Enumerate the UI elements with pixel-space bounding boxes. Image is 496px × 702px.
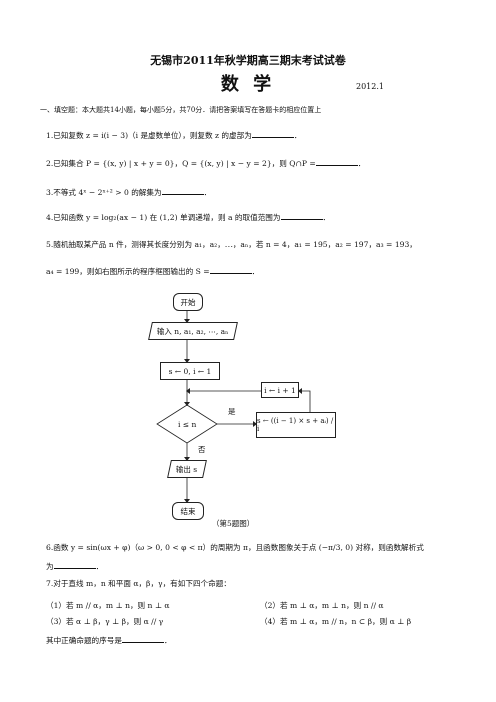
answer-blank (161, 186, 204, 195)
question-5-line-1: 5.随机抽取某产品 n 件，测得其长度分别为 a₁，a₂，⋯，aₙ，若 n = … (46, 240, 417, 249)
question-7-line-2: 其中正确命题的序号是． (46, 634, 172, 645)
exam-title: 无锡市2011年秋学期高三期末考试试卷 (150, 54, 346, 67)
flowchart-init: s ← 0, i ← 1 (160, 362, 220, 380)
answer-blank (53, 560, 96, 569)
question-1: 1.已知复数 z = i(i − 3)（i 是虚数单位），则复数 z 的虚部为． (46, 129, 302, 140)
flowchart-no-label: 否 (198, 445, 206, 454)
flow-arrow (299, 390, 311, 412)
flowchart-start: 开始 (173, 293, 203, 311)
flowchart-end: 结束 (172, 502, 204, 520)
question-5-line-2: a₄ = 199，则如右图所示的程序框图输出的 S =． (46, 265, 260, 276)
answer-blank (251, 129, 294, 138)
question-6-line-1: 6.函数 y = sin(ωx + φ)（ω > 0, 0 < φ < π）的周… (46, 543, 424, 552)
question-2: 2.已知集合 P = {(x, y) | x + y = 0}，Q = {(x,… (46, 157, 366, 168)
answer-blank (121, 634, 164, 643)
flowchart-update: s ← ((i − 1) × s + aᵢ) / i (256, 412, 336, 438)
instructions: 一、填空题：本大题共14小题，每小题5分，共70分．请把答案填写在答题卡的相应位… (40, 106, 322, 114)
decision-diamond (156, 404, 218, 444)
question-7-option-2: （2）若 m ⊥ α，m ⊥ n，则 n // α (260, 601, 384, 610)
flowchart-input: 输入 n, a₁, a₂, ⋯, aₙ (148, 322, 238, 340)
exam-date: 2012.1 (356, 82, 384, 91)
question-7-option-3: （3）若 α ⊥ β，γ ⊥ β，则 α // γ (46, 617, 164, 626)
answer-blank (209, 265, 252, 274)
answer-blank (280, 211, 323, 220)
question-3: 3.不等式 4ˣ − 2ˣ⁺² > 0 的解集为． (46, 186, 212, 197)
question-6-line-2: 为． (46, 560, 104, 571)
flowchart-diagram (156, 311, 311, 503)
question-7-option-1: （1）若 m // α，m ⊥ n，则 n ⊥ α (46, 601, 170, 610)
question-7-option-4: （4）若 m ⊥ α，m // n，n ⊂ β，则 α ⊥ β (260, 617, 412, 626)
flowchart-decision: i ≤ n (178, 420, 197, 429)
flowchart-yes-label: 是 (228, 407, 236, 416)
figure-caption: （第5题图） (212, 519, 255, 528)
flowchart-increment: i ← i + 1 (261, 382, 299, 398)
flowchart-output: 输出 s (167, 460, 207, 478)
question-7-line-1: 7.对于直线 m，n 和平面 α，β，γ，有如下四个命题： (46, 579, 231, 588)
subject-title: 数 学 (220, 74, 276, 95)
answer-blank (315, 157, 358, 166)
question-4: 4.已知函数 y = log₂(ax − 1) 在 (1,2) 单调递增，则 a… (46, 211, 331, 222)
